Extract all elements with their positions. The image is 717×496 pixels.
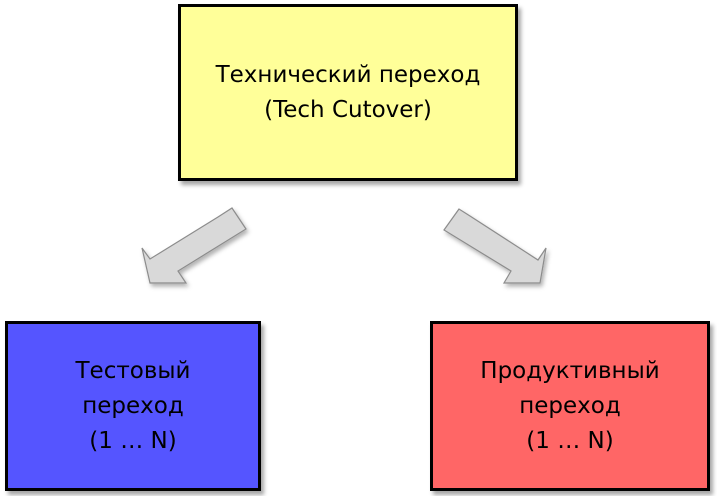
tech-cutover-box: Технический переход (Tech Cutover): [178, 4, 518, 181]
production-cutover-line2: переход: [519, 392, 621, 419]
test-cutover-range: (1 … N): [89, 427, 177, 454]
production-cutover-line1: Продуктивный: [480, 357, 660, 384]
test-cutover-line1: Тестовый: [75, 357, 191, 384]
production-cutover-range: (1 … N): [526, 427, 614, 454]
production-cutover-box: Продуктивный переход (1 … N): [430, 321, 710, 491]
left-arrow: [141, 207, 247, 284]
tech-cutover-title: Технический переход: [215, 61, 481, 88]
test-cutover-box: Тестовый переход (1 … N): [5, 321, 261, 491]
test-cutover-line2: переход: [82, 392, 184, 419]
tech-cutover-subtitle: (Tech Cutover): [264, 96, 432, 123]
right-arrow: [443, 208, 547, 284]
